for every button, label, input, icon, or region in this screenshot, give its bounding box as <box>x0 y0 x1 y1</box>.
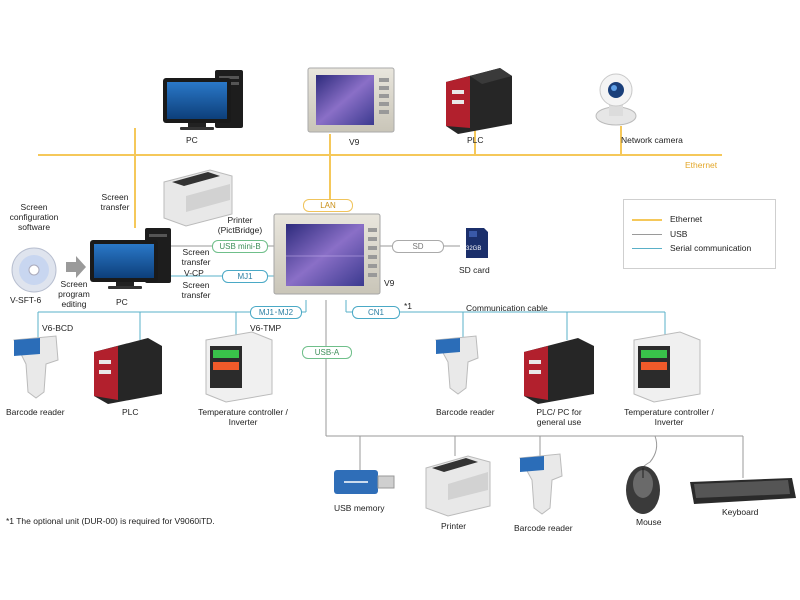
pc-left-label: PC <box>116 297 128 307</box>
ethernet-lines <box>38 126 722 228</box>
v9-top-icon <box>307 67 395 133</box>
sd-card-icon <box>466 228 488 258</box>
usb-mini-b-port: USB mini-B <box>212 240 268 253</box>
barcode-reader-left-icon <box>13 335 59 399</box>
sd-card-label: SD card <box>459 265 490 275</box>
barcode-reader-left-label: Barcode reader <box>6 407 65 417</box>
arrow-icon <box>66 256 86 278</box>
note-mark: *1 <box>404 301 413 311</box>
ethernet-label: Ethernet <box>685 160 718 170</box>
barcode-reader-usb-label: Barcode reader <box>514 523 573 533</box>
barcode-reader-right-icon <box>435 335 479 395</box>
barcode-reader-usb-icon <box>519 453 563 515</box>
plc-top-icon <box>446 68 512 134</box>
screen-transfer-label-2: Screen transfer <box>181 280 211 300</box>
mj1-mj2-port: MJ1･MJ2 <box>250 306 302 319</box>
temperature-controller-left-label: Temperature controller / Inverter <box>198 407 288 427</box>
legend-ethernet-text: Ethernet <box>670 214 703 224</box>
mj1-port: MJ1 <box>222 270 268 283</box>
network-camera-label: Network camera <box>621 135 683 145</box>
network-camera-icon <box>595 73 637 126</box>
v9-top-label: V9 <box>349 137 360 147</box>
screen-transfer-top-label: Screen transfer <box>100 192 130 212</box>
footnote: *1 The optional unit (DUR-00) is require… <box>6 516 215 526</box>
usb-a-port: USB-A <box>302 346 352 359</box>
sd-port: SD <box>392 240 444 253</box>
cd-icon <box>11 247 57 293</box>
plc-top-label: PLC <box>467 135 484 145</box>
mouse-icon <box>626 466 660 514</box>
software-name: V-SFT-6 <box>10 295 42 305</box>
vcp-label: V-CP <box>184 268 204 278</box>
legend: Ethernet USB Serial communication <box>623 199 776 269</box>
mouse-label: Mouse <box>636 517 662 527</box>
usb-memory-icon <box>334 470 395 494</box>
lan-port: LAN <box>303 199 353 212</box>
software-title: Screen configuration software <box>9 202 59 232</box>
screen-transfer-label-1: Screen transfer <box>181 247 211 267</box>
plc-right-icon <box>524 338 594 404</box>
printer-bottom-label: Printer <box>441 521 467 531</box>
temperature-controller-right-label: Temperature controller / Inverter <box>624 407 714 427</box>
barcode-reader-right-label: Barcode reader <box>436 407 495 417</box>
plc-left-icon <box>94 338 162 404</box>
legend-usb-text: USB <box>670 229 688 239</box>
printer-pictbridge-label: Printer (PictBridge) <box>217 215 263 235</box>
program-editing-label: Screen program editing <box>58 279 90 309</box>
sd-card-size: 32GB <box>466 246 482 252</box>
v6-tmp-label: V6-TMP <box>250 323 282 333</box>
keyboard-icon <box>690 478 796 504</box>
printer-top-icon <box>163 169 233 227</box>
plc-pc-label: PLC/ PC for general use <box>536 407 582 427</box>
plc-left-label: PLC <box>122 407 139 417</box>
temperature-controller-right-icon <box>633 331 701 403</box>
legend-usb-line <box>632 234 662 235</box>
legend-serial-line <box>632 248 662 249</box>
pc-left-icon <box>90 228 171 289</box>
cn1-port: CN1 <box>352 306 400 319</box>
v6-bcd-label: V6-BCD <box>42 323 74 333</box>
temperature-controller-left-icon <box>205 331 273 403</box>
v9-center-icon <box>273 213 381 295</box>
printer-bottom-icon <box>425 455 491 517</box>
communication-cable-label: Communication cable <box>466 303 548 313</box>
keyboard-label: Keyboard <box>722 507 759 517</box>
pc-top-icon <box>163 70 243 130</box>
pc-top-label: PC <box>186 135 198 145</box>
legend-ethernet-line <box>632 219 662 221</box>
v9-center-label: V9 <box>384 278 395 288</box>
legend-serial-text: Serial communication <box>670 243 752 253</box>
usb-memory-label: USB memory <box>334 503 385 513</box>
